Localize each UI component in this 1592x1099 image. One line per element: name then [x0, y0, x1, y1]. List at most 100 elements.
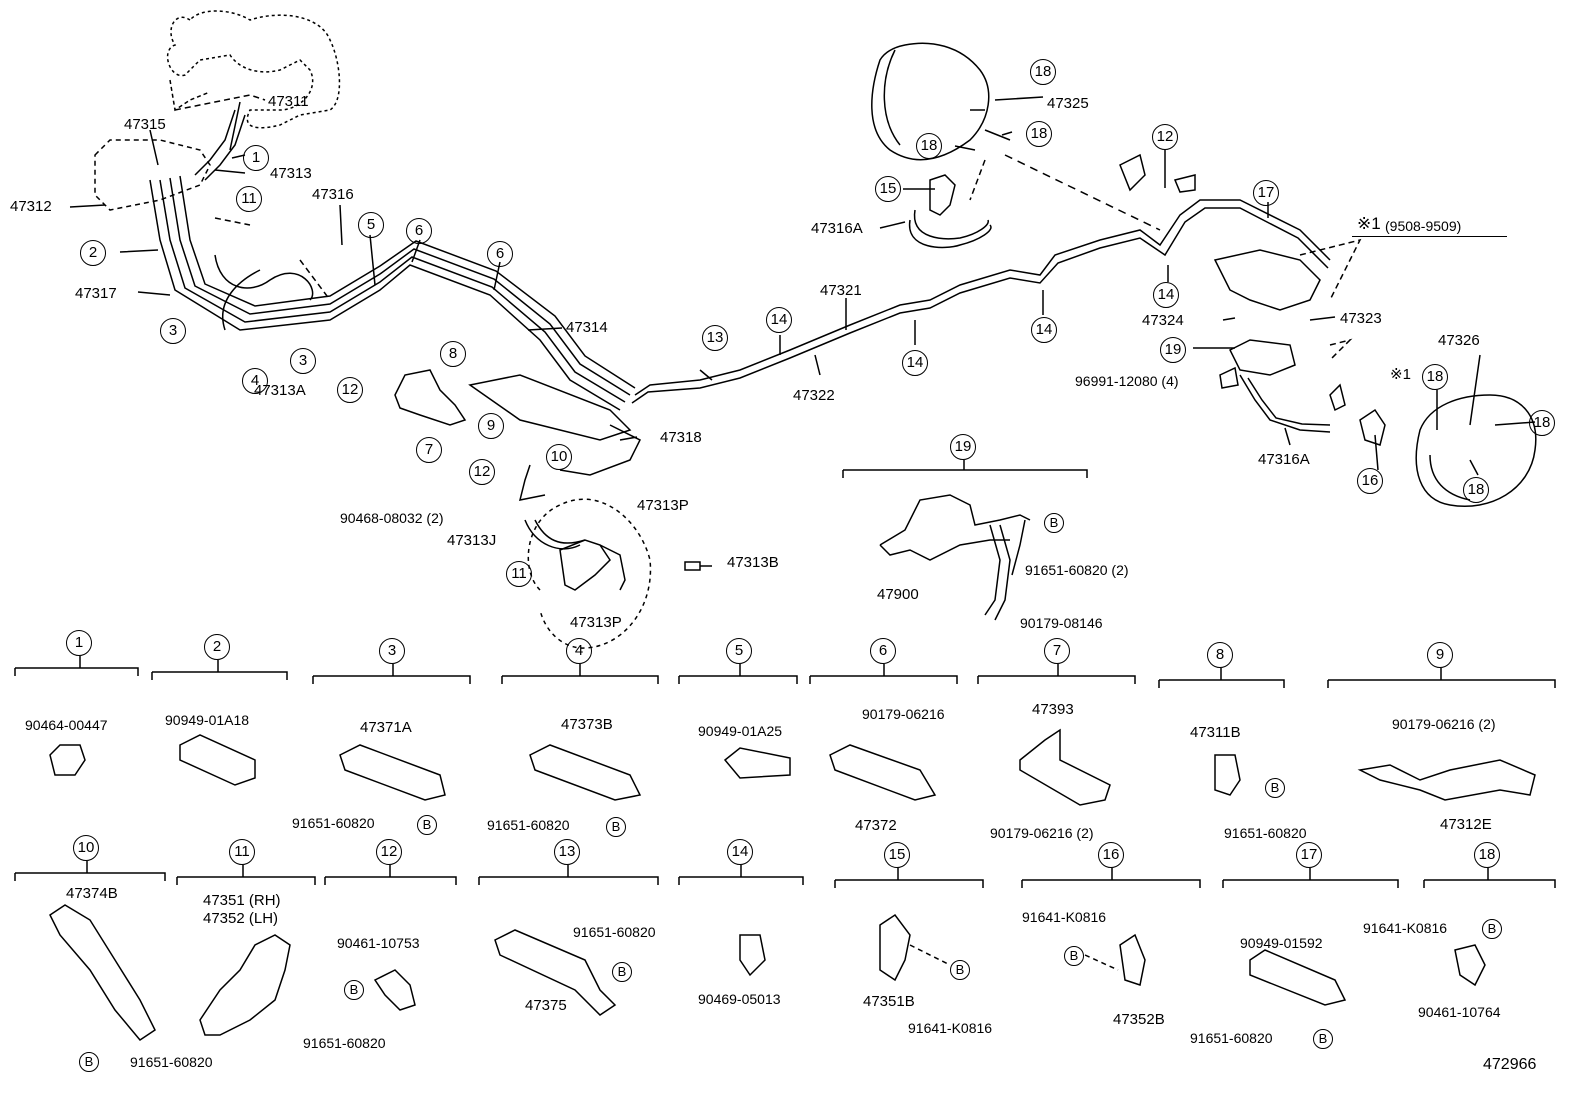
section-3-number: 3	[379, 638, 405, 664]
clamp-17	[1249, 949, 1347, 1006]
bracket-16	[1119, 933, 1146, 986]
section-17-part-2: 91651-60820	[1190, 1030, 1273, 1046]
front-brake-outline	[527, 498, 652, 649]
part-label-47324: 47324	[1142, 312, 1184, 329]
lsp-valve	[1213, 249, 1321, 311]
section-14-part-1: 90469-05013	[698, 991, 781, 1007]
clamp-10	[49, 904, 156, 1041]
part-label-47316A-top: 47316A	[811, 220, 863, 237]
section-4-part-1: 47373B	[561, 716, 613, 733]
clip-5	[723, 747, 791, 779]
section-15-part-2: 91641-K0816	[908, 1020, 993, 1036]
part-label-47900: 47900	[877, 586, 919, 603]
callout-14-a: 14	[766, 307, 792, 333]
clamp-3	[339, 744, 446, 801]
callout-7-a: 7	[416, 437, 442, 463]
note-text: (9508-9509)	[1385, 218, 1462, 234]
section-16-b: B	[1064, 946, 1084, 966]
section-7-part-2: 90179-06216 (2)	[990, 825, 1094, 841]
part-label-47311: 47311	[268, 93, 309, 110]
section-3-part-2: 91651-60820	[292, 815, 375, 831]
master-cylinder-outline	[166, 10, 341, 129]
part-label-47313A: 47313A	[254, 382, 306, 399]
bracket-9	[1357, 759, 1536, 801]
section-ticks	[79, 460, 1489, 880]
part-label-47325: 47325	[1047, 95, 1089, 112]
section-18-part-2: 90461-10764	[1418, 1004, 1501, 1020]
part-label-90468-08032: 90468-08032 (2)	[340, 510, 444, 526]
callout-18-f: 18	[1463, 477, 1489, 503]
callout-11-b: 11	[506, 561, 532, 587]
part-label-90179-08146: 90179-08146	[1020, 615, 1103, 631]
callout-14-d: 14	[1153, 282, 1179, 308]
section-3-part-1: 47371A	[360, 719, 412, 736]
section-9-part-1: 90179-06216 (2)	[1392, 716, 1496, 732]
main-line-47321	[634, 199, 1331, 396]
callout-10-a: 10	[546, 444, 572, 470]
section-4-part-2: 91651-60820	[487, 817, 570, 833]
callout-3-b: 3	[290, 348, 316, 374]
part-label-47326: 47326	[1438, 332, 1480, 349]
section-10-b: B	[79, 1052, 99, 1072]
section-15-b: B	[950, 960, 970, 980]
section-13-b: B	[612, 962, 632, 982]
callout-12-c: 12	[1152, 124, 1178, 150]
section-8-part-1: 47311B	[1190, 724, 1241, 741]
callout-9-a: 9	[478, 413, 504, 439]
callout-6-a: 6	[406, 218, 432, 244]
section-6-number: 6	[870, 638, 896, 664]
section-1-part-1: 90464-00447	[25, 717, 108, 733]
section-15-part-1: 47351B	[863, 993, 915, 1010]
part-label-47313: 47313	[270, 165, 312, 182]
callout-6-b: 6	[487, 241, 513, 267]
section-12-number: 12	[376, 839, 402, 865]
part-label-47314: 47314	[566, 319, 608, 336]
section-18-b: B	[1482, 919, 1502, 939]
section-11-part-2: 47352 (LH)	[203, 910, 279, 927]
callout-12-a: 12	[337, 377, 363, 403]
part-label-47323: 47323	[1340, 310, 1382, 327]
section-5-number: 5	[726, 638, 752, 664]
note-underline	[1352, 236, 1507, 237]
section-17-number: 17	[1296, 842, 1322, 868]
section-4-number: 4	[566, 638, 592, 664]
section-4-b: B	[606, 817, 626, 837]
callout-18-c: 18	[916, 133, 942, 159]
callout-15-a: 15	[875, 176, 901, 202]
section-9-part-2: 47312E	[1440, 816, 1492, 833]
part-label-47313B: 47313B	[727, 554, 779, 571]
clip-14	[739, 934, 766, 977]
section-7-part-1: 47393	[1032, 701, 1074, 718]
callout-18-a: 18	[1030, 59, 1056, 85]
section-12-b: B	[344, 980, 364, 1000]
part-label-47312: 47312	[10, 198, 52, 215]
section-18-part-1: 91641-K0816	[1363, 920, 1448, 936]
callout-1: 1	[243, 145, 269, 171]
section-17-b: B	[1313, 1029, 1333, 1049]
section-3-b: B	[417, 815, 437, 835]
section-6-part-1: 90179-06216	[862, 706, 945, 722]
rear-drum-right	[1415, 394, 1537, 507]
callout-19-a: 19	[1160, 337, 1186, 363]
callout-18-d: 18	[1422, 364, 1448, 390]
section-1-number: 1	[66, 630, 92, 656]
clamp-13	[494, 929, 617, 1016]
section-13-number: 13	[554, 839, 580, 865]
part-label-47321: 47321	[820, 282, 862, 299]
section-17-part-1: 90949-01592	[1240, 935, 1323, 951]
bracket-15	[879, 913, 911, 982]
part-label-47315: 47315	[124, 116, 166, 133]
callout-11-a: 11	[236, 186, 262, 212]
section-10-part-1: 47374B	[66, 885, 118, 902]
section-12-part-2: 91651-60820	[303, 1035, 386, 1051]
clip-18	[1454, 944, 1486, 987]
part-label-47316: 47316	[312, 186, 354, 203]
part-label-47316A-right: 47316A	[1258, 451, 1310, 468]
section-6-part-2: 47372	[855, 817, 897, 834]
section-11-part-1: 47351 (RH)	[203, 892, 281, 909]
callout-3-a: 3	[160, 318, 186, 344]
clip-8	[1214, 754, 1241, 796]
section-10-part-2: 91651-60820	[130, 1054, 213, 1070]
